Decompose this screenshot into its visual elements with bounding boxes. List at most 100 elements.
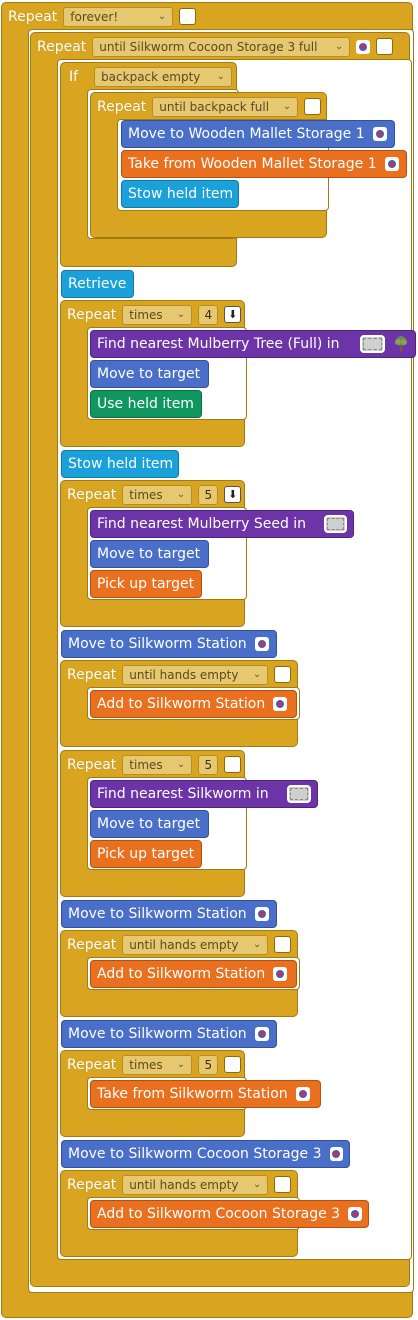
add-to-silkworm-station-block[interactable]: Add to Silkworm Station <box>90 690 297 718</box>
block-label: Retrieve <box>68 276 127 292</box>
repeat-forever-header: Repeat forever!⌄ <box>8 3 197 30</box>
block-label: Move to Silkworm Station <box>68 906 247 922</box>
target-icon[interactable] <box>329 1147 343 1161</box>
repeat-mode-dropdown[interactable]: forever!⌄ <box>63 6 174 27</box>
chevron-down-icon: ⌄ <box>216 71 226 82</box>
repeat-hands-header: Repeat until hands empty⌄ <box>67 1171 292 1198</box>
block-label: Add to Silkworm Station <box>97 966 266 982</box>
chevron-down-icon: ⌄ <box>334 41 344 52</box>
repeat-checkbox[interactable] <box>274 1176 292 1193</box>
if-condition-dropdown[interactable]: backpack empty⌄ <box>94 66 233 87</box>
move-to-target-block[interactable]: Move to target <box>90 810 209 838</box>
repeat-checkbox[interactable] <box>274 936 292 953</box>
repeat-mode-dropdown[interactable]: until hands empty⌄ <box>122 664 269 685</box>
repeat-checkbox[interactable] <box>304 98 322 115</box>
chevron-down-icon: ⌄ <box>176 759 186 770</box>
block-label: Stow held item <box>128 186 234 202</box>
chevron-down-icon: ⌄ <box>176 309 186 320</box>
repeat-count-field[interactable]: 4 <box>198 304 219 325</box>
down-arrow-icon[interactable]: ⬇ <box>224 306 242 323</box>
move-to-silkworm-station-block[interactable]: Move to Silkworm Station <box>61 1020 277 1048</box>
block-label: Move to target <box>97 366 201 382</box>
repeat-keyword: Repeat <box>67 756 117 773</box>
repeat-mode-dropdown[interactable]: times⌄ <box>122 484 193 505</box>
inventory-slot-icon[interactable] <box>324 515 347 533</box>
repeat-mode-dropdown[interactable]: until backpack full⌄ <box>152 96 299 117</box>
repeat-mode-dropdown[interactable]: times⌄ <box>122 754 193 775</box>
if-header: If backpack empty⌄ <box>69 63 233 90</box>
take-from-silkworm-station-block[interactable]: Take from Silkworm Station <box>90 1080 321 1108</box>
block-label: Find nearest Mulberry Tree (Full) in <box>97 336 340 352</box>
repeat-mode-dropdown[interactable]: times⌄ <box>122 304 193 325</box>
chevron-down-icon: ⌄ <box>252 669 262 680</box>
stow-held-item-block[interactable]: Stow held item <box>121 180 239 208</box>
block-label: Pick up target <box>97 576 195 592</box>
move-to-target-block[interactable]: Move to target <box>90 360 209 388</box>
pick-up-target-block[interactable]: Pick up target <box>90 570 202 598</box>
move-to-wooden-mallet-storage-block[interactable]: Move to Wooden Mallet Storage 1 <box>121 120 395 148</box>
repeat-count-field[interactable]: 5 <box>198 1054 219 1075</box>
repeat-mode-dropdown[interactable]: until hands empty⌄ <box>122 1174 269 1195</box>
repeat-keyword: Repeat <box>97 98 147 115</box>
block-label: Find nearest Silkworm in <box>97 786 269 802</box>
repeat-keyword: Repeat <box>67 1056 117 1073</box>
repeat-count-field[interactable]: 5 <box>198 484 219 505</box>
move-to-silkworm-station-block[interactable]: Move to Silkworm Station <box>61 900 277 928</box>
repeat-mode-dropdown[interactable]: until Silkworm Cocoon Storage 3 full⌄ <box>92 36 351 57</box>
target-icon[interactable] <box>384 157 399 171</box>
target-icon[interactable] <box>254 637 269 651</box>
add-to-silkworm-station-block[interactable]: Add to Silkworm Station <box>90 960 297 988</box>
tree-icon <box>393 335 409 353</box>
move-to-silkworm-station-block[interactable]: Move to Silkworm Station <box>61 630 277 658</box>
repeat-cocoon-header: Repeat until Silkworm Cocoon Storage 3 f… <box>37 33 394 60</box>
repeat-keyword: Repeat <box>67 666 117 683</box>
block-label: Find nearest Mulberry Seed in <box>97 516 307 532</box>
repeat-checkbox[interactable] <box>376 38 394 55</box>
repeat-checkbox[interactable] <box>224 756 242 773</box>
target-icon[interactable] <box>348 1207 362 1221</box>
block-label: Stow held item <box>68 456 174 472</box>
use-held-item-block[interactable]: Use held item <box>90 390 202 418</box>
repeat-keyword: Repeat <box>67 1176 117 1193</box>
repeat-keyword: Repeat <box>67 936 117 953</box>
move-to-silkworm-cocoon-storage-block[interactable]: Move to Silkworm Cocoon Storage 3 <box>61 1140 350 1168</box>
block-label: Pick up target <box>97 846 195 862</box>
target-icon[interactable] <box>356 39 371 54</box>
down-arrow-icon[interactable]: ⬇ <box>224 486 242 503</box>
pick-up-target-block[interactable]: Pick up target <box>90 840 202 868</box>
find-nearest-mulberry-seed-block[interactable]: Find nearest Mulberry Seed in <box>90 510 354 538</box>
block-label: Move to Wooden Mallet Storage 1 <box>128 126 365 142</box>
repeat-count-field[interactable]: 5 <box>198 754 219 775</box>
block-label: Move to target <box>97 816 201 832</box>
if-keyword: If <box>69 68 79 85</box>
repeat-checkbox[interactable] <box>179 8 197 25</box>
repeat-keyword: Repeat <box>8 8 58 25</box>
block-label: Take from Wooden Mallet Storage 1 <box>128 156 377 172</box>
target-icon[interactable] <box>254 907 269 921</box>
repeat-silkworm-header: Repeat times⌄ 5 <box>67 751 242 778</box>
block-label: Add to Silkworm Cocoon Storage 3 <box>97 1206 341 1222</box>
find-nearest-silkworm-block[interactable]: Find nearest Silkworm in <box>90 780 318 808</box>
block-label: Move to Silkworm Station <box>68 636 247 652</box>
take-from-wooden-mallet-storage-block[interactable]: Take from Wooden Mallet Storage 1 <box>121 150 407 178</box>
find-nearest-mulberry-tree-block[interactable]: Find nearest Mulberry Tree (Full) in <box>90 330 416 358</box>
stow-held-item-block[interactable]: Stow held item <box>61 450 179 478</box>
repeat-checkbox[interactable] <box>274 666 292 683</box>
move-to-target-block[interactable]: Move to target <box>90 540 209 568</box>
target-icon[interactable] <box>372 127 387 141</box>
retrieve-block[interactable]: Retrieve <box>61 270 134 298</box>
target-icon[interactable] <box>295 1087 310 1101</box>
target-icon[interactable] <box>273 967 288 981</box>
target-icon[interactable] <box>273 697 288 711</box>
repeat-checkbox[interactable] <box>224 1056 242 1073</box>
repeat-keyword: Repeat <box>37 38 87 55</box>
add-to-silkworm-cocoon-storage-block[interactable]: Add to Silkworm Cocoon Storage 3 <box>90 1200 369 1228</box>
chevron-down-icon: ⌄ <box>176 489 186 500</box>
target-icon[interactable] <box>254 1027 269 1041</box>
block-label: Take from Silkworm Station <box>97 1086 288 1102</box>
repeat-mode-dropdown[interactable]: until hands empty⌄ <box>122 934 269 955</box>
inventory-slot-icon[interactable] <box>286 785 311 803</box>
inventory-slot-icon[interactable] <box>359 335 385 353</box>
repeat-mode-dropdown[interactable]: times⌄ <box>122 1054 193 1075</box>
repeat-keyword: Repeat <box>67 486 117 503</box>
